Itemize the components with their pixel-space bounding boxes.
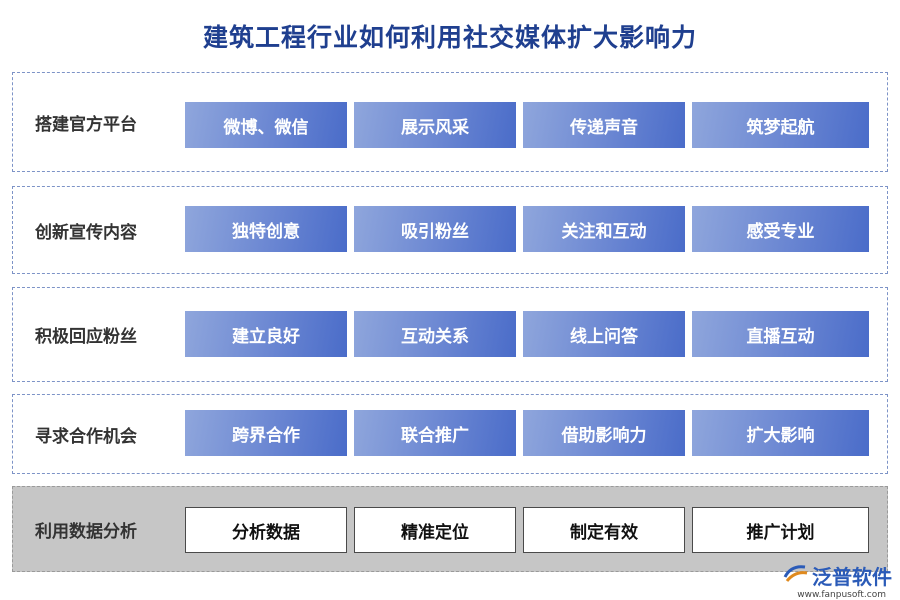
item-cell: 联合推广 bbox=[354, 410, 516, 456]
item-cell: 展示风采 bbox=[354, 102, 516, 148]
logo-name: 泛普软件 bbox=[812, 565, 892, 589]
row-3: 积极回应粉丝 建立良好 互动关系 线上问答 直播互动 bbox=[12, 287, 888, 382]
brand-logo: 泛普软件 bbox=[783, 561, 892, 590]
item-cell: 关注和互动 bbox=[523, 206, 685, 252]
row-label: 寻求合作机会 bbox=[35, 426, 137, 447]
row-2: 创新宣传内容 独特创意 吸引粉丝 关注和互动 感受专业 bbox=[12, 186, 888, 274]
row-4: 寻求合作机会 跨界合作 联合推广 借助影响力 扩大影响 bbox=[12, 394, 888, 474]
row-label: 搭建官方平台 bbox=[35, 114, 137, 135]
item-cell: 筑梦起航 bbox=[692, 102, 869, 148]
item-cell: 传递声音 bbox=[523, 102, 685, 148]
item-cell: 跨界合作 bbox=[185, 410, 347, 456]
row-5: 利用数据分析 分析数据 精准定位 制定有效 推广计划 bbox=[12, 486, 888, 572]
item-cell: 扩大影响 bbox=[692, 410, 869, 456]
item-cell: 建立良好 bbox=[185, 311, 347, 357]
item-cell: 直播互动 bbox=[692, 311, 869, 357]
fanpu-logo-icon bbox=[783, 563, 809, 589]
row-1: 搭建官方平台 微博、微信 展示风采 传递声音 筑梦起航 bbox=[12, 72, 888, 172]
page-title: 建筑工程行业如何利用社交媒体扩大影响力 bbox=[202, 23, 697, 52]
row-label: 积极回应粉丝 bbox=[35, 327, 137, 347]
logo-url: www.fanpusoft.com bbox=[797, 590, 886, 600]
row-label: 利用数据分析 bbox=[35, 521, 137, 542]
item-cell: 感受专业 bbox=[692, 206, 869, 252]
item-cell: 吸引粉丝 bbox=[354, 206, 516, 252]
item-cell: 制定有效 bbox=[523, 507, 685, 553]
item-cell: 借助影响力 bbox=[523, 410, 685, 456]
item-cell: 互动关系 bbox=[354, 311, 516, 357]
item-cell: 独特创意 bbox=[185, 206, 347, 252]
item-cell: 精准定位 bbox=[354, 507, 516, 553]
item-cell: 微博、微信 bbox=[185, 102, 347, 148]
item-cell: 线上问答 bbox=[523, 311, 685, 357]
item-cell: 推广计划 bbox=[692, 507, 869, 553]
item-cell: 分析数据 bbox=[185, 507, 347, 553]
row-label: 创新宣传内容 bbox=[35, 222, 137, 243]
